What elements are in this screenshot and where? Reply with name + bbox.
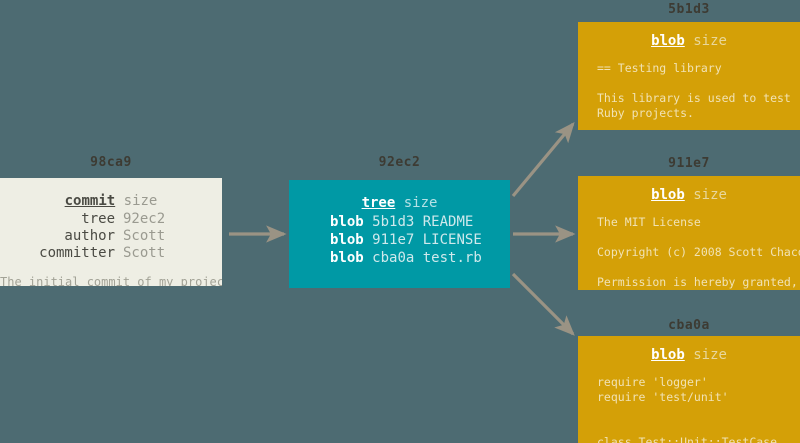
tree-node-header: tree size [289,195,510,211]
blob-license-content: The MIT License Copyright (c) 2008 Scott… [597,215,800,290]
blob-node-readme[interactable]: blob size == Testing library This librar… [578,22,800,130]
blob-readme-header: blob size [578,33,800,49]
tree-entry-row: blob 5b1d3 README [330,213,510,231]
edge-tree-to-blob-readme [511,122,575,198]
blob-node-testrb[interactable]: blob size require 'logger' require 'test… [578,336,800,443]
blob-readme-size-label: size [693,33,727,49]
tree-entry-kind: blob [330,250,364,267]
commit-field-row: tree 92ec2 [0,211,222,228]
tree-entry-name: test.rb [422,250,482,267]
hash-label-blob-license: 911e7 [668,156,710,171]
commit-size-label: size [123,193,158,209]
commit-field-key: author [64,228,115,245]
commit-message: The initial commit of my project [0,275,222,286]
tree-type-label: tree [361,195,396,211]
commit-node-header: commit size [0,193,222,209]
commit-field-list: tree 92ec2 author Scott committer Scott [0,211,222,262]
blob-license-header: blob size [578,187,800,203]
commit-field-key: committer [39,245,115,262]
blob-license-type-label: blob [651,187,685,203]
tree-entry-kind: blob [330,214,364,231]
blob-testrb-header: blob size [578,347,800,363]
hash-label-tree: 92ec2 [378,155,421,170]
blob-node-license[interactable]: blob size The MIT License Copyright (c) … [578,176,800,290]
blob-testrb-type-label: blob [651,347,685,363]
tree-size-label: size [403,195,438,211]
commit-field-key: tree [81,211,115,228]
tree-entry-hash: 911e7 [372,232,415,249]
tree-entry-row: blob cba0a test.rb [330,249,510,267]
blob-readme-content: == Testing library This library is used … [597,61,791,121]
commit-field-value: 92ec2 [123,211,166,228]
hash-label-blob-testrb: cba0a [668,318,710,333]
blob-readme-type-label: blob [651,33,685,49]
commit-field-value: Scott [123,228,166,245]
commit-field-row: committer Scott [0,245,222,262]
tree-entry-hash: 5b1d3 [372,214,415,231]
tree-entry-kind: blob [330,232,364,249]
blob-testrb-content: require 'logger' require 'test/unit' cla… [597,375,778,443]
edge-tree-to-blob-testrb [511,272,575,336]
blob-testrb-size-label: size [693,347,727,363]
tree-entry-list: blob 5b1d3 README blob 911e7 LICENSE blo… [289,213,510,267]
tree-entry-name: LICENSE [422,232,482,249]
commit-node[interactable]: commit size tree 92ec2 author Scott comm… [0,178,222,286]
tree-node[interactable]: tree size blob 5b1d3 README blob 911e7 L… [289,180,510,288]
blob-license-size-label: size [693,187,727,203]
commit-type-label: commit [64,193,116,209]
tree-entry-name: README [422,214,474,231]
tree-entry-hash: cba0a [372,250,415,267]
tree-entry-row: blob 911e7 LICENSE [330,231,510,249]
commit-field-value: Scott [123,245,166,262]
hash-label-blob-readme: 5b1d3 [668,2,710,17]
commit-field-row: author Scott [0,228,222,245]
hash-label-commit: 98ca9 [90,155,132,170]
